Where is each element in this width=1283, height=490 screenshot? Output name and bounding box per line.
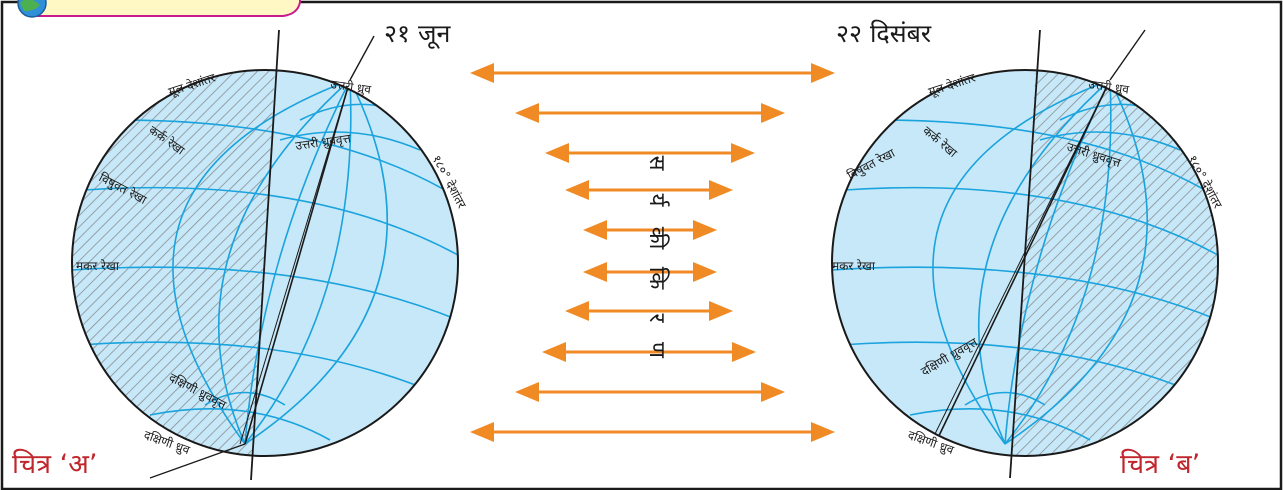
sun-ray-arrow-10	[470, 422, 835, 442]
sun-ray-arrow-9	[515, 382, 785, 402]
sun-ray-arrow-6	[583, 262, 717, 282]
globe-a-terminator	[250, 29, 280, 481]
sun-rays-char-3: की	[644, 227, 670, 250]
globe-a-north-pointer	[349, 35, 375, 81]
globe-a-capricorn-label: मकर रेखा	[76, 259, 120, 273]
globe-b-terminator	[1009, 29, 1041, 479]
sun-rays-char-1: स	[644, 156, 669, 172]
globe-icon	[17, 0, 47, 18]
globe-b-axis	[934, 79, 1111, 445]
sun-ray-arrow-4	[565, 180, 733, 200]
sun-rays-char-4: कि	[644, 267, 670, 291]
sun-rays-label: स र्य की कि र ण	[644, 156, 670, 359]
date-december-label: २२ दिसंबर	[836, 19, 932, 48]
globe-a: मूल देशांतर कर्क रेखा विषुवत रेखा मकर रे…	[71, 29, 469, 481]
sun-ray-arrow-5	[583, 220, 717, 240]
globe-b-north-pointer	[1109, 29, 1146, 81]
sun-ray-arrow-2	[515, 103, 785, 123]
chapter-banner	[17, 0, 301, 18]
globe-a-outline	[71, 69, 459, 457]
globe-b-capricorn-label: मकर रेखा	[832, 259, 876, 273]
globe-a-axis	[244, 79, 351, 445]
globe-b-outline	[831, 69, 1219, 457]
globe-a-south-pointer	[149, 443, 246, 479]
sun-rays-char-2: र्य	[644, 194, 670, 208]
sun-rays-char-6: ण	[644, 342, 669, 359]
sun-ray-arrow-3	[545, 143, 755, 163]
sun-ray-arrow-1	[470, 63, 835, 83]
sun-rays	[470, 63, 835, 442]
date-june-label: २१ जून	[384, 19, 451, 49]
sun-rays-char-5: र	[644, 314, 669, 324]
figure-b-caption: चित्र ‘ब’	[1120, 448, 1200, 480]
sun-ray-arrow-8	[542, 342, 756, 362]
globe-a-graticule	[72, 79, 458, 445]
sun-ray-arrow-7	[565, 301, 733, 321]
figure-a-caption: चित्र ‘अ’	[12, 448, 97, 480]
